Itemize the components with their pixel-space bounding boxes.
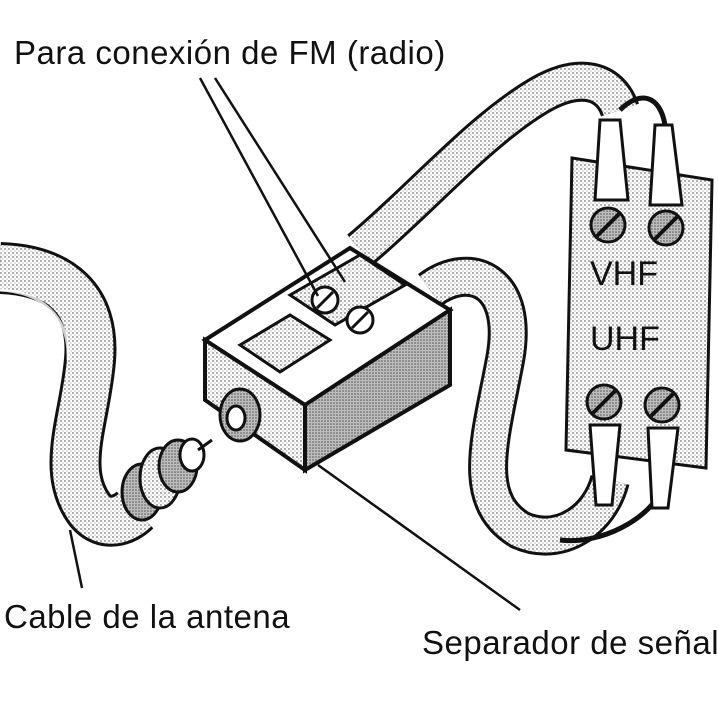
terminal-board: VHF UHF [564, 118, 714, 510]
uhf-label: UHF [590, 320, 660, 358]
signal-splitter-label: Separador de señal [422, 624, 718, 661]
fm-leader-2 [213, 77, 347, 283]
fm-leader-1 [198, 77, 320, 297]
coax-plug [120, 437, 213, 522]
leader-lines [68, 77, 521, 612]
vhf-twin-lead [347, 61, 668, 266]
splitter-leader [317, 463, 521, 612]
vhf-label: VHF [590, 255, 658, 293]
antenna-cable [0, 242, 154, 547]
fm-connection-label: Para conexión de FM (radio) [14, 34, 446, 71]
cable-leader [68, 529, 84, 589]
signal-splitter [201, 245, 454, 474]
antenna-cable-label: Cable de la antena [4, 598, 291, 635]
